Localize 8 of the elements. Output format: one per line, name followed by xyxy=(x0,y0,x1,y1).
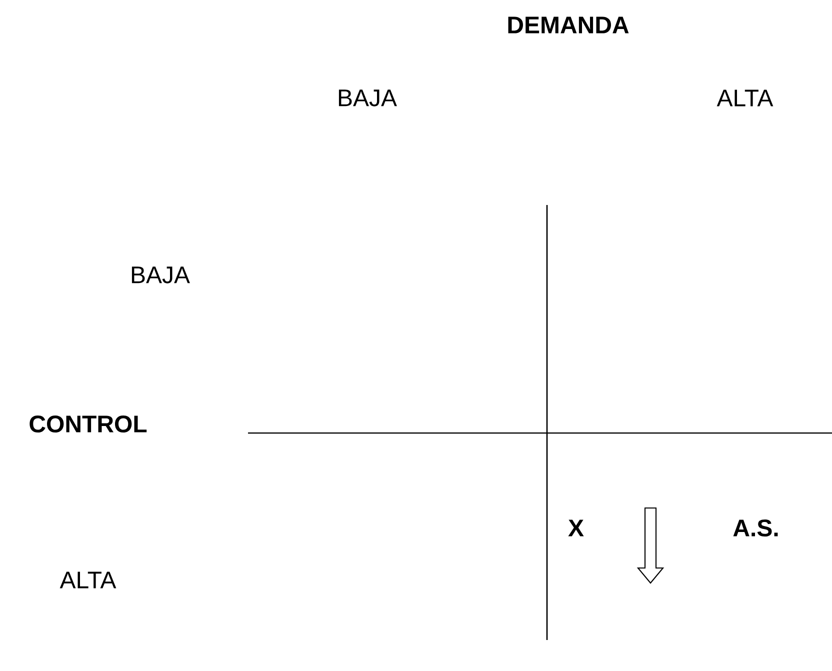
heading: DEMANDA xyxy=(508,16,629,34)
axis-label: BAJA xyxy=(338,90,397,106)
axis-label: ALTA xyxy=(716,90,774,106)
axis-label: X xyxy=(568,520,584,536)
axis-label: CONTROL xyxy=(30,415,147,432)
axis-label: ALTA xyxy=(60,572,116,588)
axis-label: BAJA xyxy=(132,266,190,284)
axis-label: A.S. xyxy=(733,519,778,536)
